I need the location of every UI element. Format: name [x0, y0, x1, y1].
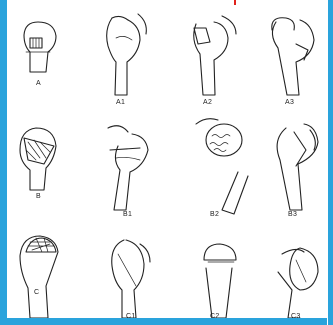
drawing-b1: [108, 126, 148, 210]
drawing-a3: [272, 18, 314, 95]
label-b2: B2: [210, 211, 219, 218]
drawing-a2: [194, 16, 236, 95]
drawing-a1: [107, 14, 147, 95]
label-b1: B1: [123, 211, 132, 218]
label-c: C: [34, 289, 39, 296]
drawing-b3: [277, 124, 318, 210]
label-b3: B3: [288, 211, 297, 218]
label-a2: A2: [203, 99, 212, 106]
bottom-border: [7, 318, 327, 325]
drawing-c3: [278, 248, 318, 318]
drawing-c1: [112, 240, 150, 318]
drawing-a: [24, 22, 56, 72]
drawing-c: [20, 236, 58, 318]
drawing-b: [20, 128, 56, 190]
label-a3: A3: [285, 99, 294, 106]
label-b: B: [36, 193, 41, 200]
label-a: A: [36, 80, 41, 87]
label-a1: A1: [116, 99, 125, 106]
drawing-b2: [196, 119, 248, 214]
drawing-c2: [204, 244, 236, 318]
